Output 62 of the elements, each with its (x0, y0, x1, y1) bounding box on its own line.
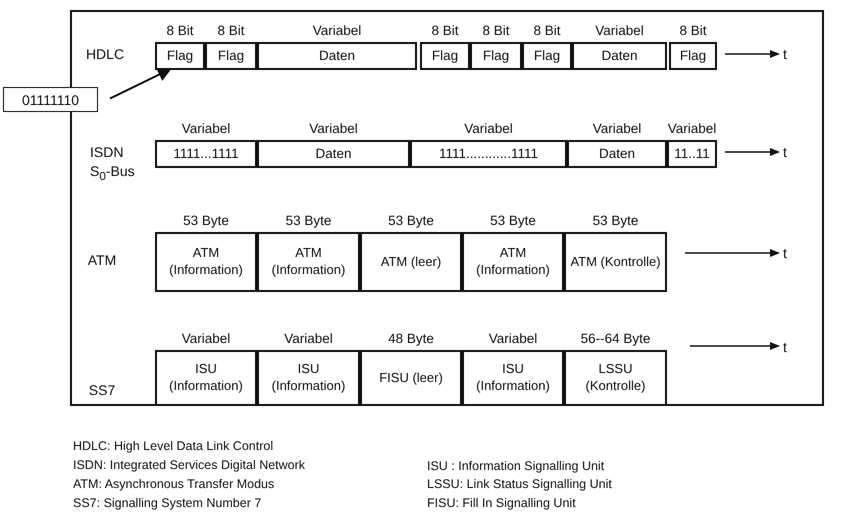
arrow (110, 68, 172, 100)
row-label: ATM (86, 251, 118, 270)
size-label: Variabel (180, 120, 232, 138)
field-text: ISU (Information) (168, 361, 244, 395)
size-label: 48 Byte (387, 330, 435, 348)
size-label: Variabel (666, 120, 718, 138)
size-label: 8 Bit (216, 22, 246, 40)
size-label: 53 Byte (387, 212, 435, 230)
size-label: 8 Bit (430, 22, 460, 40)
time-label: t (783, 45, 788, 64)
abbreviation-note: ATM: Asynchronous Transfer Modus (73, 476, 276, 493)
field-text: Flag (166, 47, 194, 65)
field-text: Daten (601, 47, 638, 65)
field-text: Flag (534, 47, 560, 65)
size-label: 8 Bit (532, 22, 562, 40)
size-label: 53 Byte (182, 212, 230, 230)
field-text: LSSU (Kontrolle) (584, 361, 646, 395)
field-text: Flag (482, 47, 510, 65)
size-label: Variabel (312, 22, 362, 40)
field-text: Daten (598, 145, 636, 163)
field-text: Daten (318, 47, 356, 65)
size-label: 53 Byte (284, 212, 332, 230)
field-text: ATM (leer) (380, 254, 442, 270)
field-text: 1111...1111 (173, 145, 239, 163)
field-text: Flag (218, 47, 244, 65)
size-label: Variabel (594, 22, 645, 40)
size-label: 53 Byte (592, 212, 640, 230)
field-text: ISU (Information) (270, 361, 346, 395)
row-label: SS7 (88, 381, 116, 400)
field-text: ATM (Information) (270, 245, 346, 279)
size-label: 8 Bit (678, 22, 708, 40)
field-text: 1111............1111 (438, 145, 538, 163)
time-label: t (783, 143, 788, 162)
abbreviation-note: ISU : Information Signalling Unit (427, 458, 606, 475)
abbreviation-note: FISU: Fill In Signalling Unit (427, 495, 577, 512)
field-text: ISU (Information) (475, 361, 551, 395)
size-label: Variabel (463, 120, 514, 138)
time-label: t (783, 338, 788, 357)
field-text: Flag (680, 47, 706, 65)
time-label: t (783, 244, 788, 263)
size-label: 8 Bit (481, 22, 510, 40)
abbreviation-note: HDLC: High Level Data Link Control (73, 438, 274, 455)
size-label: Variabel (308, 120, 359, 138)
field-text: ATM (Information) (168, 245, 244, 279)
size-label: Variabel (488, 330, 538, 348)
field-text: Flag (432, 47, 458, 65)
field-text: ATM (Information) (475, 245, 551, 279)
size-label: 56--64 Byte (580, 330, 652, 348)
row-label: HDLC (84, 45, 126, 64)
size-label: Variabel (283, 330, 334, 348)
size-label: 53 Byte (489, 212, 537, 230)
abbreviation-note: ISDN: Integrated Services Digital Network (73, 457, 306, 474)
abbreviation-note: LSSU: Link Status Signalling Unit (427, 476, 613, 493)
row-label: ISDN S$_{0}$-Bus (90, 143, 136, 184)
field-text: ATM (Kontrolle) (570, 254, 661, 270)
flag-pattern-box: 01111110 (3, 87, 98, 112)
size-label: Variabel (180, 330, 232, 348)
field-text: FISU (leer) (379, 370, 443, 386)
field-text: 11..11 (674, 145, 710, 163)
abbreviation-note: SS7: Signalling System Number 7 (73, 495, 262, 512)
field-text: Daten (315, 145, 352, 163)
size-label: 8 Bit (165, 22, 194, 40)
